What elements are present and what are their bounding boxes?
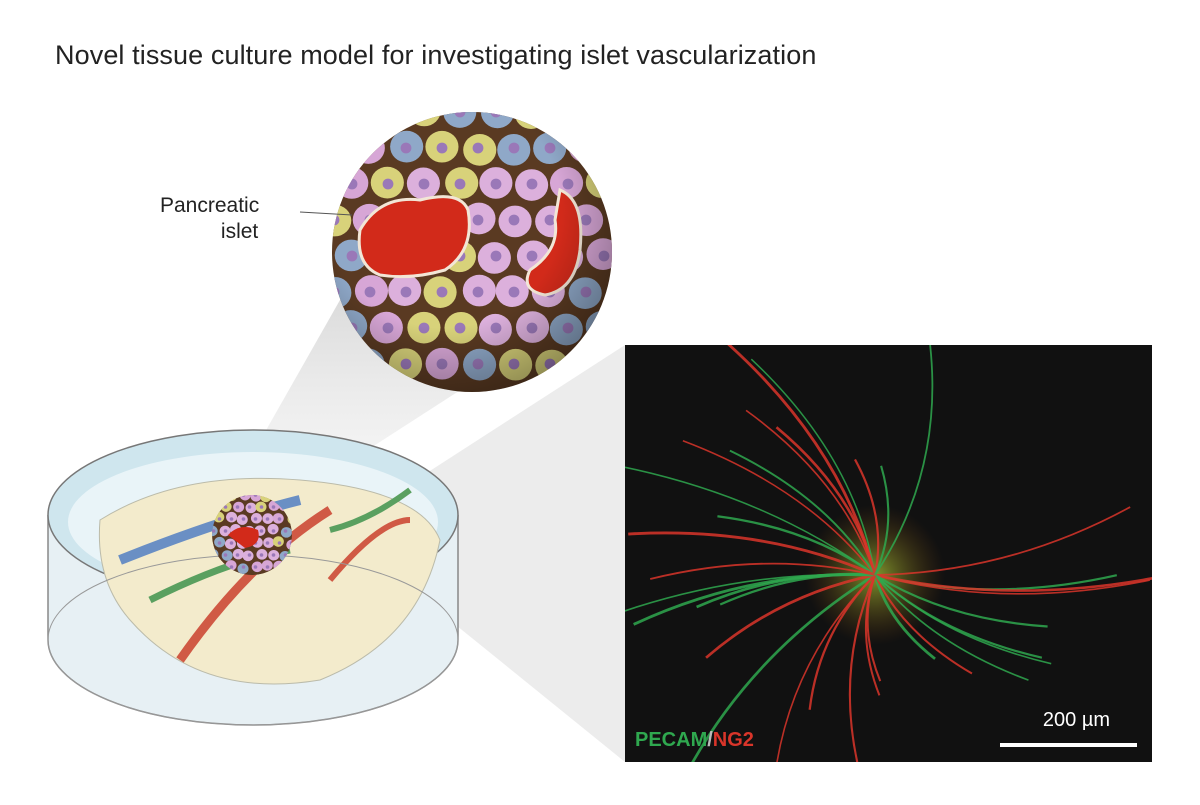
cell [226, 511, 238, 523]
vessel-branch [705, 573, 876, 659]
vessel-branch [874, 506, 1131, 576]
pancreatic-islet-sphere [332, 112, 612, 392]
cell-nucleus [241, 517, 246, 521]
cell-nucleus [229, 565, 234, 569]
cell-nucleus [247, 553, 252, 557]
cell-nucleus [247, 505, 252, 509]
culture-dish [47, 429, 459, 726]
vessel-branch [729, 449, 876, 576]
vessel-branch [874, 574, 1052, 665]
stain-ng2: NG2 [712, 729, 754, 751]
cell-nucleus [259, 505, 264, 509]
vessel-branch [625, 573, 876, 612]
cell-nucleus [217, 541, 222, 545]
vessel-branch [874, 574, 1048, 628]
cell-nucleus [598, 178, 610, 190]
pancreatic-islet-label: Pancreatic islet [160, 193, 259, 245]
cell-nucleus [223, 529, 228, 533]
vessel-branch [873, 574, 936, 660]
cell-nucleus [241, 565, 246, 569]
label-line: Pancreatic [160, 194, 260, 217]
cell-nucleus [271, 505, 276, 509]
cell-nucleus [223, 553, 228, 557]
vessel-branch [628, 531, 876, 577]
cell [267, 523, 279, 535]
blood-vessel [228, 526, 259, 548]
scale-bar-label: 200 µm [1042, 709, 1110, 731]
vessel-branch [682, 440, 876, 576]
vessel-branch [874, 574, 973, 675]
label-line: islet [220, 220, 259, 243]
cell-nucleus [253, 517, 258, 521]
cell-nucleus [253, 565, 258, 569]
vessel-branch [750, 358, 876, 576]
fluorescence-micrograph: PECAM/NG2 200 µm [625, 345, 1152, 762]
cell-nucleus [265, 565, 270, 569]
vessel-network [625, 345, 1152, 762]
stain-separator: / [707, 729, 713, 751]
cell-nucleus [277, 541, 282, 545]
cell-nucleus [259, 553, 264, 557]
cell-nucleus [277, 517, 282, 521]
vessel-branch [691, 573, 876, 762]
figure-title: Novel tissue culture model for investiga… [55, 40, 817, 70]
vessel-branch [775, 426, 877, 576]
cell-nucleus [418, 112, 430, 118]
vessel-branch [874, 345, 934, 576]
vessel-branch [745, 409, 876, 576]
cell-nucleus [229, 517, 234, 521]
vessel-branch [874, 574, 1029, 681]
cell-nucleus [283, 529, 288, 533]
cell-nucleus [271, 529, 276, 533]
vessel-branch [874, 465, 890, 576]
vessel-branch [776, 574, 876, 762]
vessel-branch [874, 574, 1150, 595]
cell-nucleus [217, 517, 222, 521]
cell-nucleus [265, 541, 270, 545]
cell-nucleus [223, 505, 228, 509]
cell-nucleus [259, 529, 264, 533]
cell [272, 536, 284, 547]
cell-nucleus [229, 541, 234, 545]
cell-nucleus [235, 553, 240, 557]
cell-nucleus [598, 322, 610, 334]
vessel-branch [874, 573, 1152, 592]
cell-nucleus [265, 517, 270, 521]
cell-nucleus [235, 505, 240, 509]
vessel-branch [854, 458, 880, 576]
stain-legend: PECAM/NG2 [635, 729, 754, 752]
stain-pecam: PECAM [635, 729, 708, 751]
cell-nucleus [212, 529, 216, 533]
leader-line [299, 211, 353, 216]
cell-nucleus [580, 142, 592, 154]
scale-bar [1000, 743, 1137, 747]
vessel-branch [848, 574, 876, 762]
cell-nucleus [526, 112, 538, 118]
cell-nucleus [271, 553, 276, 557]
cell-nucleus [364, 142, 376, 154]
vessel-branch [864, 574, 881, 696]
vessel-branch [625, 466, 876, 576]
vessel-branch [649, 562, 876, 580]
